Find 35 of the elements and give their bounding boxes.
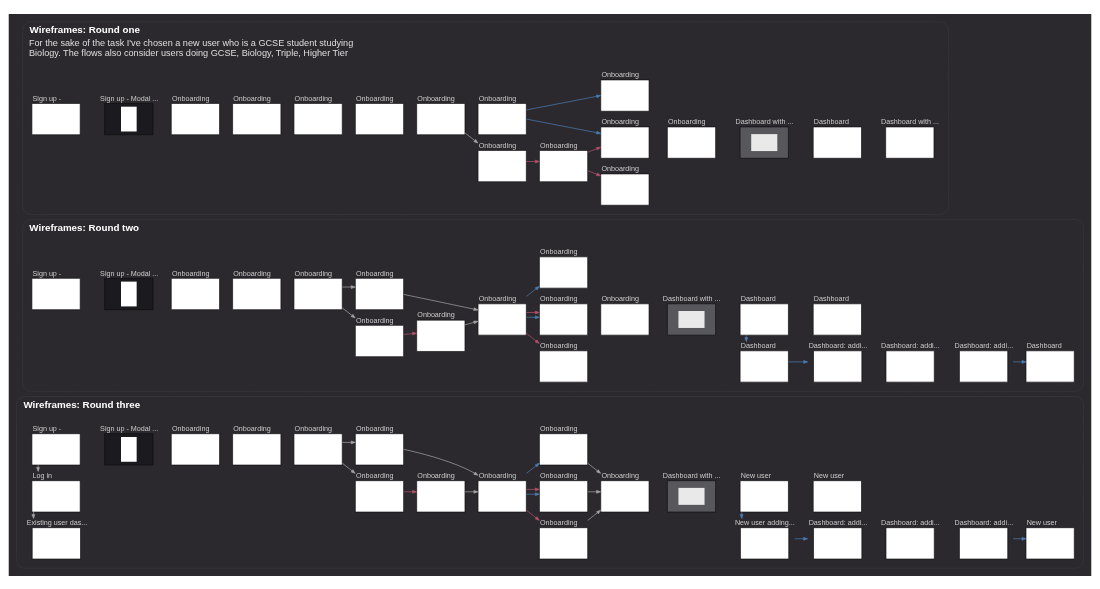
arrow — [464, 320, 479, 325]
arrow — [587, 146, 601, 153]
arrow — [526, 159, 540, 163]
arrow — [788, 359, 808, 364]
arrow — [1012, 359, 1027, 364]
arrow — [403, 448, 479, 476]
arrow — [403, 293, 479, 311]
arrow — [403, 331, 417, 335]
arrow — [403, 489, 417, 494]
arrow — [526, 462, 540, 474]
arrow — [526, 487, 540, 491]
arrow — [526, 285, 540, 297]
arrow — [526, 492, 540, 496]
arrow — [526, 332, 540, 344]
arrow — [794, 536, 808, 541]
arrow — [341, 284, 356, 289]
arrow — [587, 169, 601, 176]
arrow — [1012, 536, 1027, 541]
arrow — [526, 94, 601, 110]
arrow — [526, 315, 540, 319]
arrow — [341, 307, 356, 318]
arrow — [526, 310, 540, 314]
arrow — [341, 462, 356, 474]
arrow — [587, 509, 601, 521]
arrow — [341, 440, 356, 444]
arrow — [587, 462, 601, 474]
arrow — [587, 489, 601, 494]
arrow — [526, 118, 601, 134]
arrow — [744, 334, 748, 342]
arrow — [526, 509, 540, 521]
arrow — [739, 511, 744, 519]
arrow — [31, 511, 36, 519]
arrow — [36, 464, 40, 472]
arrow — [464, 489, 479, 494]
arrow — [464, 132, 479, 143]
